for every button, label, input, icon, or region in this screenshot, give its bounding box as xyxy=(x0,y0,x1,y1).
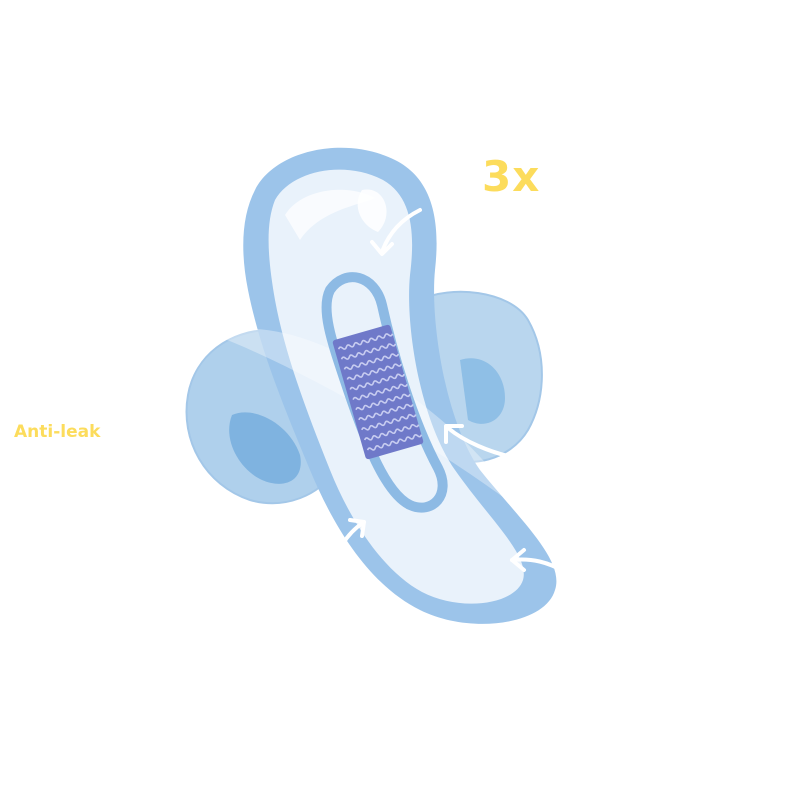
anti-leak-label: Anti-leak xyxy=(14,422,101,442)
leaf-icon xyxy=(357,189,387,232)
pad-shine xyxy=(285,189,375,240)
core-wave-line xyxy=(355,393,411,411)
core-wave-line xyxy=(366,434,423,451)
pad-lower-band xyxy=(215,328,520,510)
pad-channel xyxy=(321,272,448,513)
left-wing-hole xyxy=(229,412,301,484)
core-wave-line xyxy=(346,363,402,381)
core-wave-line xyxy=(349,373,405,391)
core-wave-line xyxy=(358,403,414,421)
curved-arrow-icon xyxy=(510,548,567,574)
core-wave-line xyxy=(361,413,417,431)
core-wave-line xyxy=(340,343,397,360)
absorbent-core xyxy=(332,324,424,460)
curved-arrow-icon xyxy=(340,518,366,547)
arrows xyxy=(340,208,567,574)
curved-arrow-icon xyxy=(370,208,422,256)
multiplier-label: 3x xyxy=(482,152,541,201)
core-wave-line xyxy=(337,333,394,350)
right-wing-hole xyxy=(460,358,505,424)
core-wave-line xyxy=(343,353,400,370)
core-wave-line xyxy=(363,423,420,441)
curved-arrow-icon xyxy=(444,424,514,459)
core-wave-line xyxy=(352,383,408,401)
